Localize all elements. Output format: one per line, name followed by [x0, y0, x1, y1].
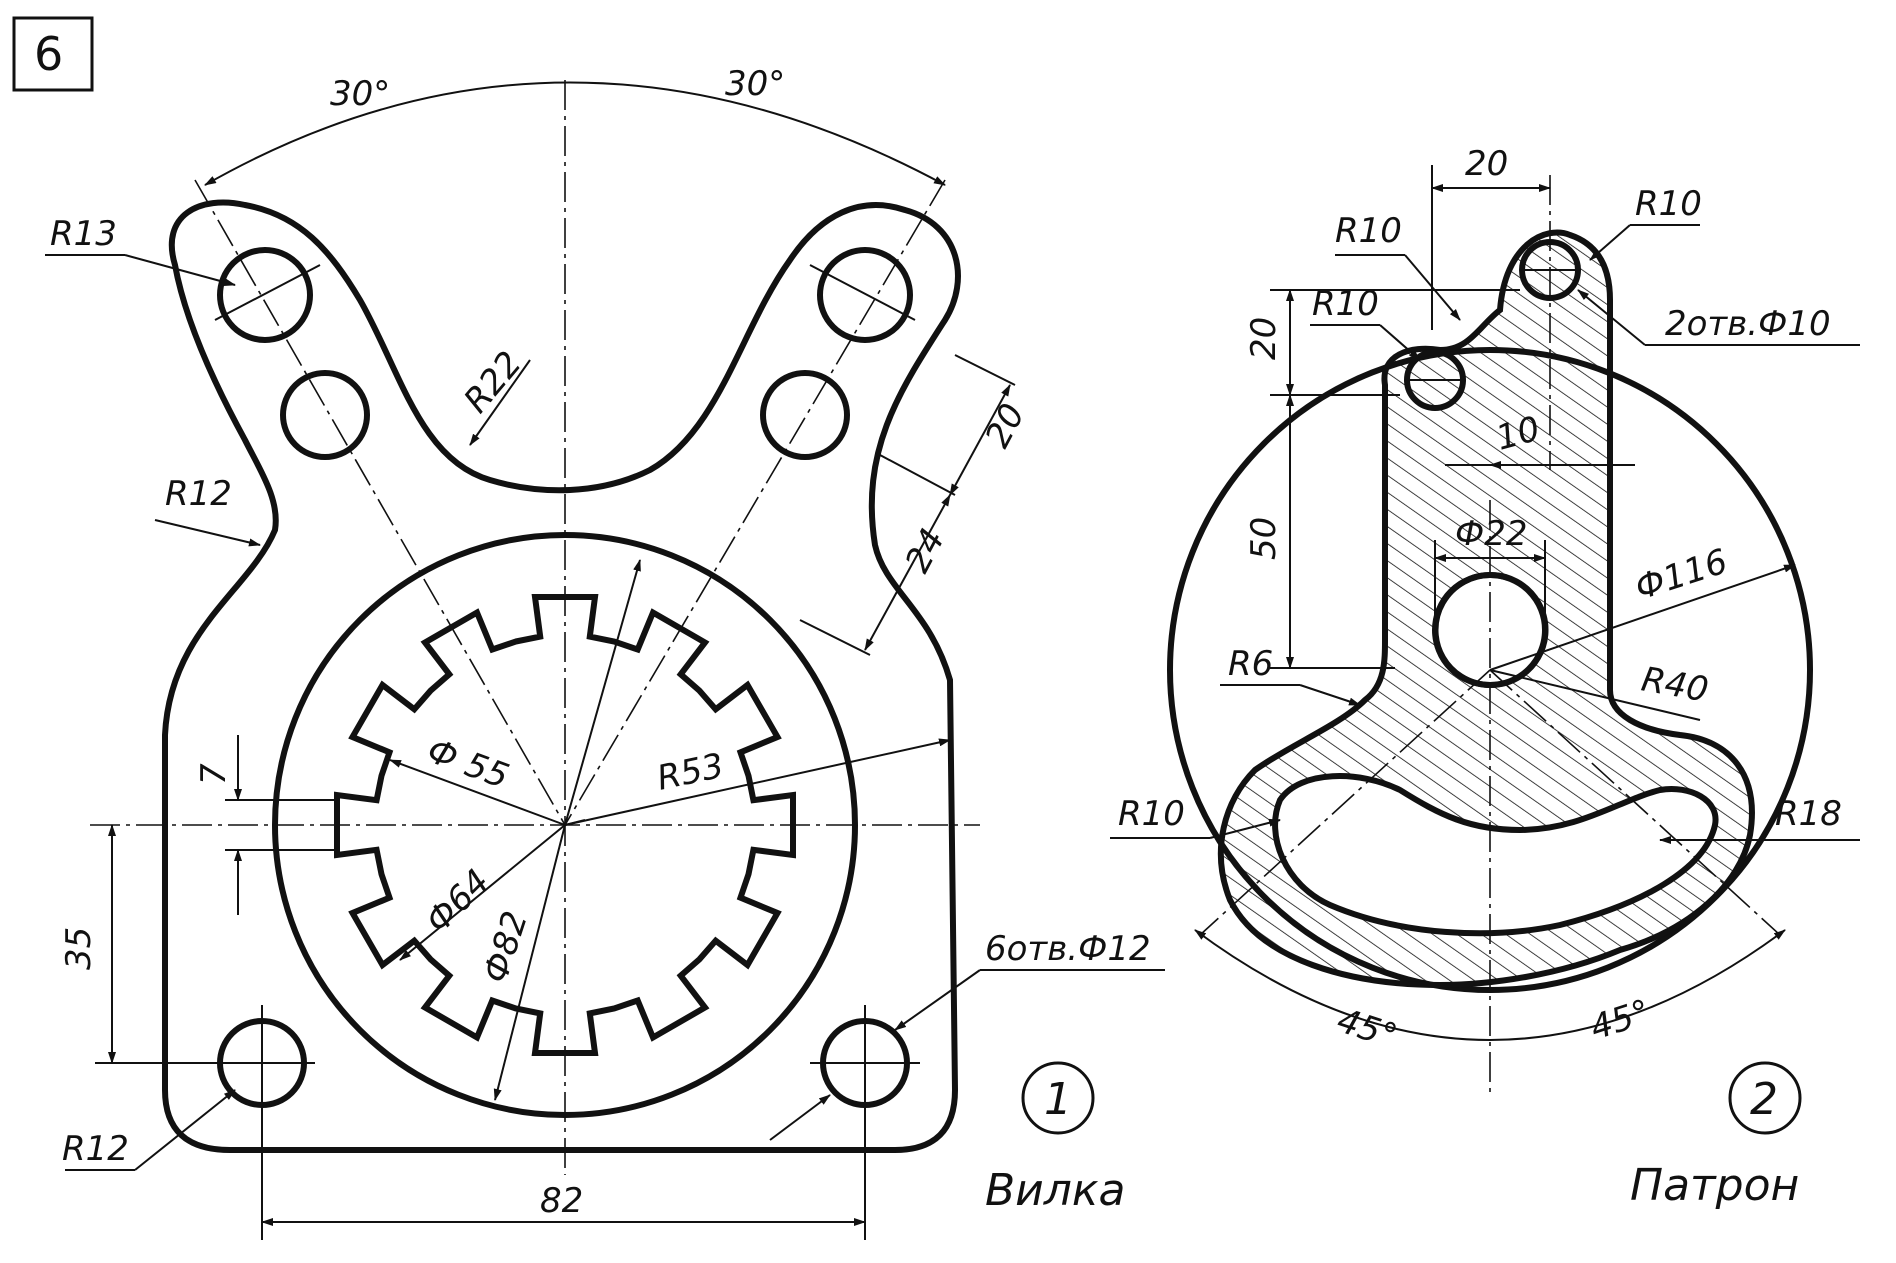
fork-hole-mid-left [280, 370, 370, 460]
chuck-dim-20-top-label: 20 [1465, 144, 1508, 184]
chuck-r6-label: R6 [1228, 644, 1273, 684]
fork-dim-20-label: 20 [978, 397, 1034, 454]
fork-d64-label: Ф64 [418, 862, 498, 942]
chuck-dim-20-side-label: 20 [1244, 317, 1284, 360]
sheet-number: 6 [34, 27, 63, 81]
fork-r22-label: R22 [456, 344, 530, 421]
chuck-angle-right-label: 45° [1585, 992, 1655, 1049]
chuck-r18-label: R18 [1775, 794, 1842, 834]
fork-dim-35-label: 35 [59, 927, 99, 970]
fork-hole-top-right [817, 247, 913, 343]
fork-name: Вилка [985, 1165, 1125, 1216]
fork-r53-leader [564, 738, 951, 826]
chuck-angle-left-label: 45° [1332, 1001, 1402, 1058]
fork-dim-82-label: 82 [540, 1181, 583, 1221]
fork-d55-label: Ф 55 [422, 731, 514, 797]
fork-hole-top-left [217, 247, 313, 343]
fork-angle-arc [204, 81, 946, 186]
chuck-item-circle [1728, 1061, 1802, 1135]
fork-r13-label: R13 [50, 214, 117, 254]
chuck-name: Патрон [1630, 1160, 1799, 1211]
fork-dim-7-label: 7 [194, 763, 234, 785]
fork-outer-contour [162, 199, 961, 1153]
chuck-d22-label: Ф22 [1455, 514, 1528, 554]
fork-item-number: 1 [1044, 1074, 1072, 1125]
chuck-r10-c-label: R10 [1635, 184, 1702, 224]
chuck-dim-50-label: 50 [1244, 517, 1284, 560]
chuck-item-number: 2 [1750, 1074, 1778, 1125]
chuck-holes-label: 2отв.Ф10 [1665, 304, 1831, 344]
fork-angle-right-label: 30° [725, 64, 785, 104]
chuck-r40-label: R40 [1638, 659, 1711, 710]
fork-r12-top-label: R12 [165, 474, 232, 514]
fork-left-arm-axis [194, 179, 566, 826]
fork-spline-contour [334, 594, 796, 1056]
chuck-d116-label: Ф116 [1630, 541, 1732, 608]
fork-right-arm-axis [564, 179, 946, 826]
chuck-r10-b-label: R10 [1312, 284, 1379, 324]
chuck-r10-a-label: R10 [1335, 211, 1402, 251]
chuck-angle-arc [1194, 929, 1786, 1041]
fork-dim-24-label: 24 [898, 522, 954, 579]
chuck-drawing: 20 20 50 R10 R10 R10 2отв.Ф10 10 Ф22 [1110, 144, 1860, 1211]
chuck-r10-d-label: R10 [1118, 794, 1185, 834]
fork-r12-bottom-label: R12 [62, 1129, 129, 1169]
fork-item-circle [1021, 1061, 1095, 1135]
fork-outer-circle [272, 532, 858, 1118]
fork-drawing: 30° 30° R13 R22 R12 20 24 R53 Ф 55 Ф64 Ф… [45, 64, 1165, 1240]
sheet-number-box: 6 [12, 16, 94, 92]
fork-angle-left-label: 30° [330, 74, 390, 114]
fork-holes-label: 6отв.Ф12 [985, 929, 1151, 969]
fork-hole-mid-right [760, 370, 850, 460]
